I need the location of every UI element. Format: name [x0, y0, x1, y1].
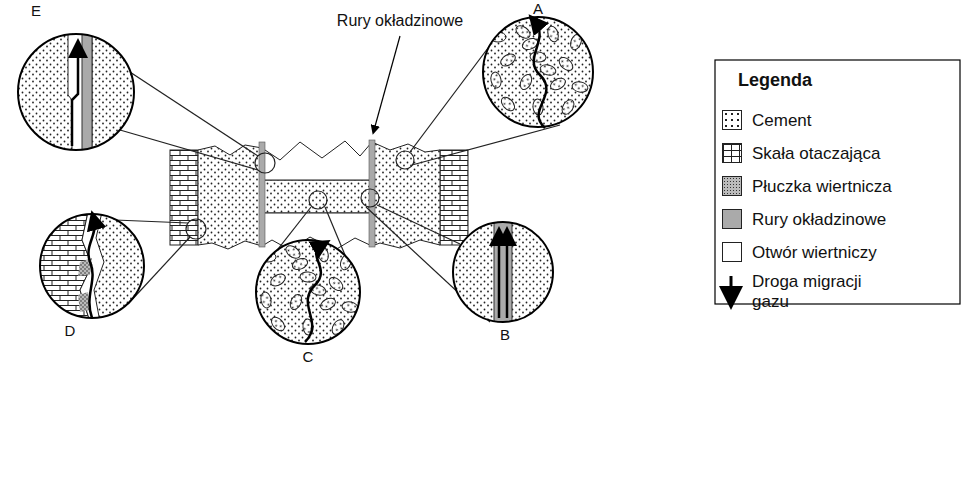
callout-letter: B: [500, 326, 510, 343]
legend-title: Legenda: [738, 70, 812, 91]
legend-text: Otwór wiertniczy: [752, 243, 877, 263]
callout-letter: A: [533, 0, 543, 17]
callout-letter: C: [303, 348, 314, 365]
legend-text: Rury okładzinowe: [752, 210, 886, 230]
legend-swatch: [722, 242, 742, 262]
legend-text: Skała otaczająca: [752, 144, 881, 164]
legend-text: Droga migracji gazu: [752, 272, 902, 311]
legend-swatch: [722, 209, 742, 229]
legend-swatch: [722, 176, 742, 196]
legend-swatch: [722, 110, 742, 130]
legend-swatch: [722, 143, 742, 163]
callout-letter: E: [31, 2, 41, 19]
callout-letter: D: [65, 322, 76, 339]
legend-text: Płuczka wiertnicza: [752, 177, 892, 197]
callout-label: Rury okładzinowe: [335, 12, 465, 30]
legend-text: Cement: [752, 111, 812, 131]
